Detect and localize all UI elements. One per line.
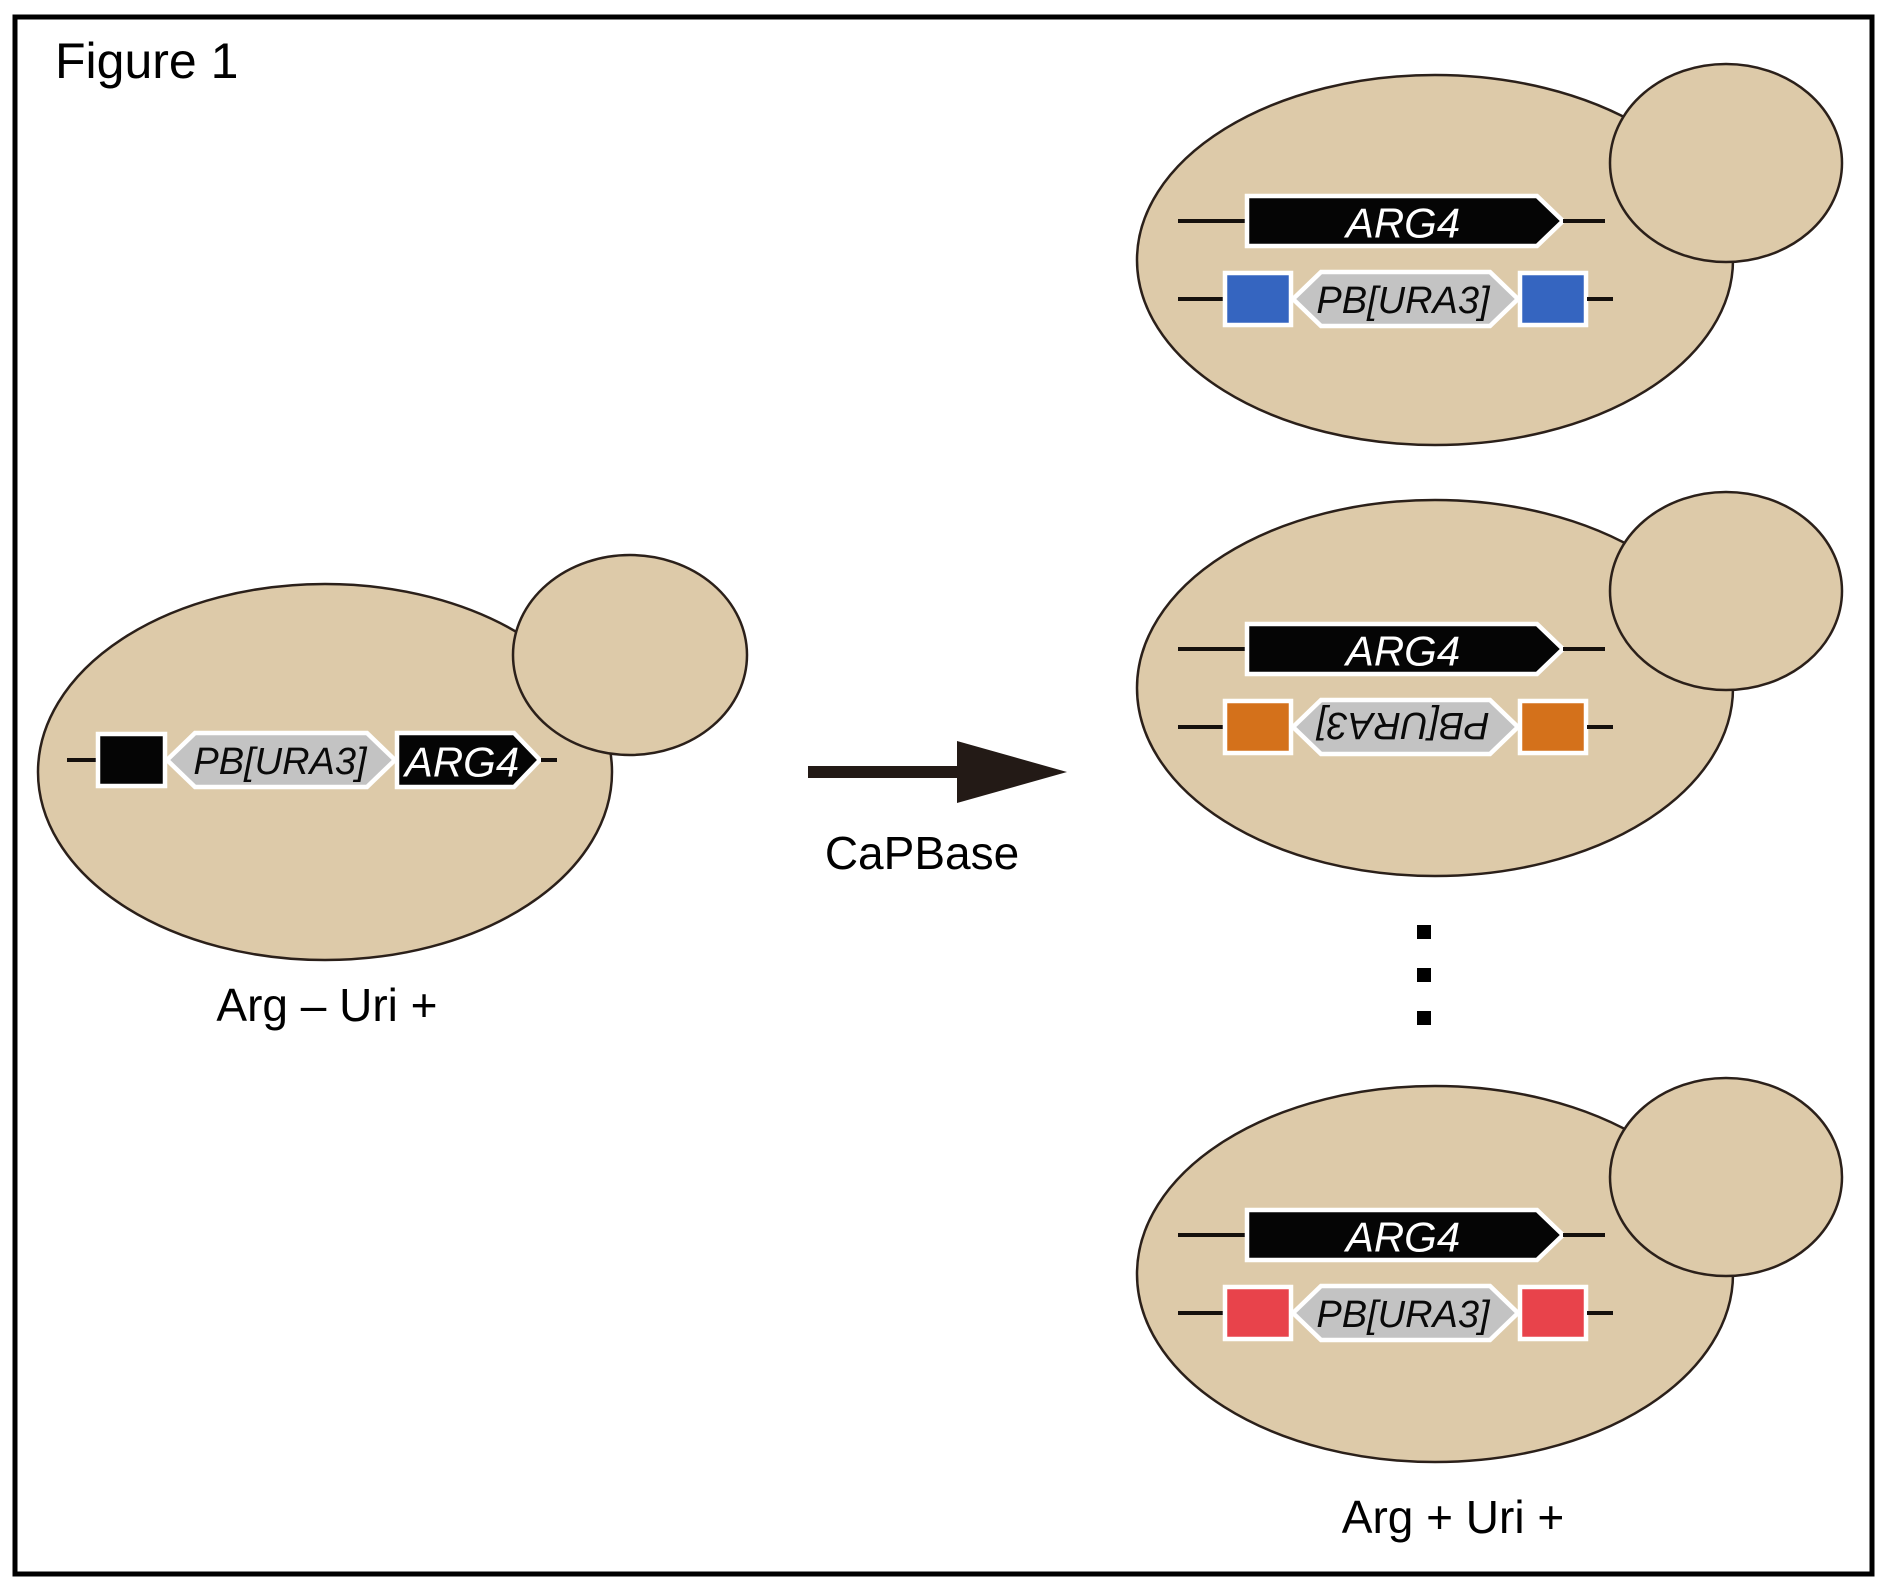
target-site-box: [1222, 270, 1294, 328]
pb-ura3-label: PB[URA3]: [1316, 1294, 1491, 1336]
arg4-label: ARG4: [1343, 628, 1460, 675]
dot: [1417, 1011, 1431, 1025]
transposon-end-box: [95, 731, 168, 789]
arg4-label: ARG4: [402, 739, 519, 786]
reaction-arrow: CaPBase: [808, 741, 1067, 879]
arg4-label: ARG4: [1343, 1214, 1460, 1261]
dot: [1417, 968, 1431, 982]
parent-cell-bud-icon: [511, 553, 749, 757]
arg4-gene-arrow: [1244, 621, 1567, 677]
daughter-yeast-cell-3: ARG4 PB[URA3]: [1135, 1076, 1844, 1464]
target-site-box: [1222, 1284, 1294, 1342]
arg4-gene-arrow: [1244, 193, 1567, 249]
figure-title: Figure 1: [55, 33, 238, 89]
arg4-gene-arrow: [1244, 1207, 1567, 1263]
pb-ura3-label: PB[URA3]: [1316, 280, 1491, 322]
ellipsis-dots-icon: [1417, 925, 1431, 1025]
right-phenotype-label: Arg + Uri +: [1342, 1491, 1564, 1543]
daughter-yeast-cell-2: ARG4 PB[URA3]: [1135, 490, 1844, 878]
target-site-box: [1517, 1284, 1589, 1342]
cell-bud-icon: [1608, 62, 1844, 264]
arrow-shaft: [808, 766, 963, 778]
target-site-box: [1222, 698, 1294, 756]
cell-bud-icon: [1608, 490, 1844, 692]
target-site-box: [1517, 698, 1589, 756]
dot: [1417, 925, 1431, 939]
parent-yeast-cell: PB[URA3] ARG4: [36, 553, 749, 962]
arg4-gene-arrow: [394, 730, 544, 790]
pb-ura3-label: PB[URA3]: [193, 741, 368, 783]
daughter-yeast-cell-1: ARG4 PB[URA3]: [1135, 62, 1844, 447]
pb-ura3-label-inverted: PB[URA3]: [1315, 704, 1490, 746]
arrow-head-icon: [957, 741, 1067, 803]
target-site-box: [1517, 270, 1589, 328]
left-phenotype-label: Arg – Uri +: [216, 979, 437, 1031]
arg4-label: ARG4: [1343, 200, 1460, 247]
cell-bud-icon: [1608, 1076, 1844, 1278]
enzyme-label: CaPBase: [825, 827, 1019, 879]
